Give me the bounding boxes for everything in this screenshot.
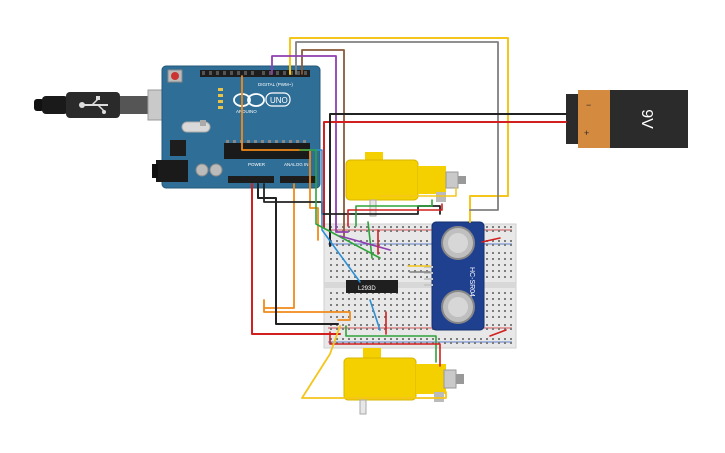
wire-red-jumper-4 <box>489 329 507 337</box>
analog-header-label: ANALOG IN <box>284 162 309 167</box>
motor-bottom[interactable] <box>343 348 464 415</box>
digital-header-label: DIGITAL (PWM~) <box>258 82 293 87</box>
atmega-chip <box>224 143 310 159</box>
wire-black-arduino-2 <box>263 183 441 215</box>
power-header-label: POWER <box>248 162 266 167</box>
wire-gray-top <box>295 41 499 211</box>
wire-purple-top <box>271 55 349 233</box>
wire-red-arduino <box>251 183 341 335</box>
chip-label: L293D <box>358 286 376 292</box>
battery-minus: − <box>586 100 591 110</box>
wire-yellow-motor-top <box>379 187 457 197</box>
wire-red-jumper-3 <box>481 237 501 243</box>
status-leds <box>218 88 223 109</box>
wire-blue-2 <box>369 299 381 331</box>
svg-text:ARDUINO: ARDUINO <box>236 109 257 114</box>
motor-top[interactable] <box>345 152 466 217</box>
l293d-chip[interactable]: L293D <box>346 280 398 293</box>
wire-green-1 <box>299 149 381 259</box>
reset-button-icon[interactable] <box>167 69 183 83</box>
wire-red-battery <box>323 121 567 229</box>
battery-9v[interactable]: 9V − + <box>566 90 688 148</box>
sensor-pins <box>424 266 433 286</box>
wire-green-motor-bottom <box>345 325 437 363</box>
hc-sr04-sensor[interactable]: HC-SR04 <box>424 221 485 331</box>
wire-purple-2 <box>339 235 391 251</box>
arduino-uno-board[interactable]: DIGITAL (PWM~) ARDUINO UNO <box>152 65 321 189</box>
wire-orange-2 <box>263 183 351 321</box>
sensor-label: HC-SR04 <box>468 267 475 297</box>
wire-red-motor-top <box>347 203 443 227</box>
usb-plug-icon <box>79 96 108 114</box>
wire-orange-1 <box>241 75 319 241</box>
wire-green-2 <box>367 221 373 259</box>
usb-cable <box>34 89 181 121</box>
wire-yellow-top <box>289 37 509 223</box>
wire-black-battery <box>329 113 567 247</box>
digital-header <box>200 70 310 77</box>
dc-jack-icon <box>152 160 188 182</box>
battery-label: 9V <box>638 109 655 129</box>
wire-brown-top <box>301 49 345 237</box>
wire-yellow-motor-bottom <box>301 325 447 399</box>
uno-label: UNO <box>270 96 288 105</box>
analog-header <box>280 176 316 183</box>
wire-black-arduino <box>257 183 339 325</box>
power-header <box>228 176 274 183</box>
battery-plus: + <box>584 128 589 138</box>
arduino-logo: ARDUINO UNO <box>233 92 291 114</box>
wire-red-motor-bottom <box>329 331 441 367</box>
wire-green-motor-top <box>355 199 433 227</box>
